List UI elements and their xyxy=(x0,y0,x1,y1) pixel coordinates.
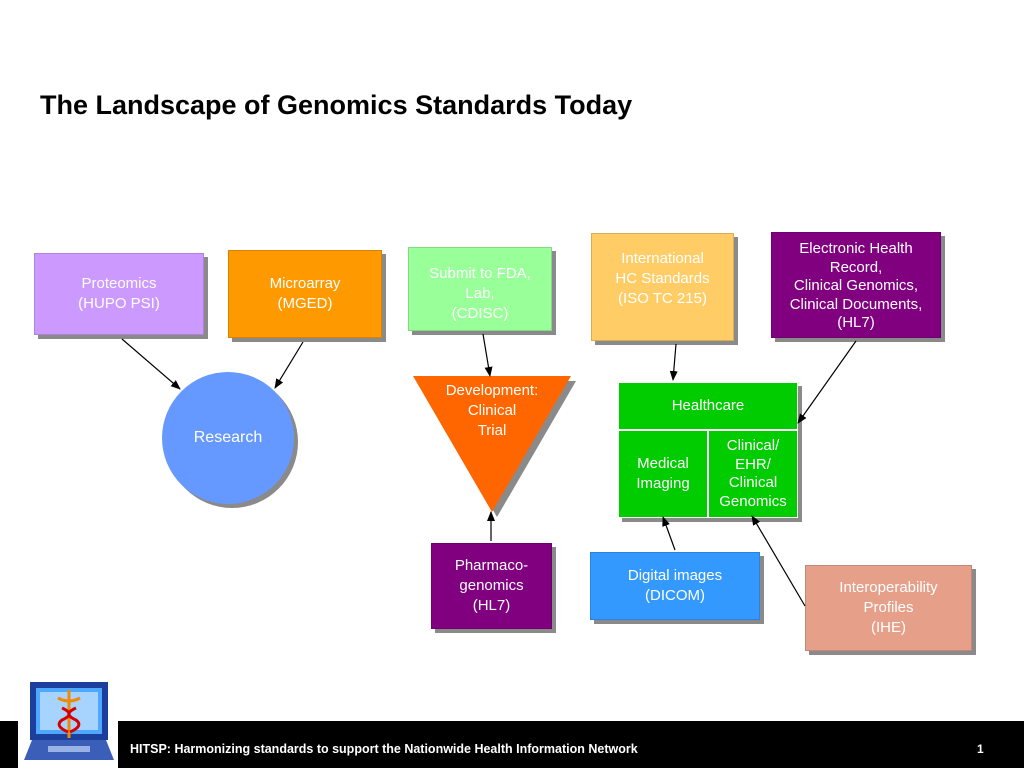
dicom-line-2: (DICOM) xyxy=(645,587,705,604)
international-line-3: (ISO TC 215) xyxy=(618,290,707,307)
pharmaco-line-2: genomics xyxy=(459,577,524,594)
healthcare-label: Healthcare xyxy=(671,397,745,414)
dicom-box: Digital images (DICOM) xyxy=(590,552,760,620)
ihe-line-3: (IHE) xyxy=(871,619,906,636)
development-triangle xyxy=(413,376,576,517)
medical-imaging-line-1: Medical xyxy=(637,455,689,472)
microarray-line-2: (MGED) xyxy=(277,295,333,312)
arrow-dicom-imaging xyxy=(662,516,676,551)
international-box: International HC Standards (ISO TC 215) xyxy=(591,233,734,341)
clinical-ehr-line-1: Clinical/ xyxy=(726,437,780,454)
research-circle: Research xyxy=(162,372,294,504)
ihe-line-1: Interoperability xyxy=(839,579,938,596)
healthcare-header: Healthcare xyxy=(618,382,798,430)
clinical-ehr-line-4: Genomics xyxy=(719,492,787,510)
ehr-box: Electronic Health Record, Clinical Genom… xyxy=(771,232,941,338)
pharmaco-line-3: (HL7) xyxy=(472,597,511,614)
development-line-3: Trial xyxy=(477,422,507,439)
arrow-proteomics-research xyxy=(121,338,181,390)
arrow-international-healthcare xyxy=(669,343,678,381)
arrow-fda-development xyxy=(482,333,493,377)
arrow-ehr-clinical xyxy=(797,340,857,424)
page-number: 1 xyxy=(977,742,984,756)
international-line-1: International xyxy=(621,250,704,267)
development-line-2: Clinical xyxy=(467,402,517,419)
ehr-line-2: Record, xyxy=(829,258,883,276)
page-title: The Landscape of Genomics Standards Toda… xyxy=(40,90,633,120)
arrow-ihe-clinical xyxy=(751,515,806,607)
pharmaco-box: Pharmaco- genomics (HL7) xyxy=(431,543,552,629)
dicom-line-1: Digital images xyxy=(627,567,723,584)
footer-bar xyxy=(0,721,1024,768)
footer-text: HITSP: Harmonizing standards to support … xyxy=(130,742,638,756)
hitsp-logo xyxy=(18,676,118,768)
proteomics-line-2: (HUPO PSI) xyxy=(78,295,160,312)
medical-imaging-line-2: Imaging xyxy=(636,475,690,492)
microarray-box: Microarray (MGED) xyxy=(228,250,382,338)
ehr-line-3: Clinical Genomics, xyxy=(793,277,919,294)
clinical-ehr-line-3: Clinical xyxy=(728,474,778,491)
international-line-2: HC Standards xyxy=(615,270,710,287)
medical-imaging-box: Medical Imaging xyxy=(618,430,708,518)
ehr-line-5: (HL7) xyxy=(837,314,875,331)
clinical-ehr-box: Clinical/ EHR/ Clinical Genomics xyxy=(708,430,798,518)
submit-fda-line-3: (CDISC) xyxy=(451,305,509,322)
proteomics-line-1: Proteomics xyxy=(81,275,157,292)
pharmaco-line-1: Pharmaco- xyxy=(454,557,529,574)
ihe-box: Interoperability Profiles (IHE) xyxy=(805,565,972,651)
arrow-microarray-research xyxy=(274,341,304,389)
submit-fda-line-1: Submit to FDA, xyxy=(429,265,531,282)
ehr-line-1: Electronic Health xyxy=(799,240,913,257)
submit-fda-line-2: Lab, xyxy=(465,285,495,302)
submit-fda-box: Submit to FDA, Lab, (CDISC) xyxy=(408,247,552,331)
clinical-ehr-line-2: EHR/ xyxy=(735,455,771,473)
ehr-line-4: Clinical Documents, xyxy=(789,295,923,313)
microarray-line-1: Microarray xyxy=(269,275,341,292)
research-label: Research xyxy=(193,429,263,446)
development-line-1: Development: xyxy=(445,382,539,399)
monitor-caduceus-icon xyxy=(24,682,114,760)
development-label: Development: Clinical Trial xyxy=(432,381,552,441)
proteomics-box: Proteomics (HUPO PSI) xyxy=(34,253,204,335)
ihe-line-2: Profiles xyxy=(863,599,914,616)
